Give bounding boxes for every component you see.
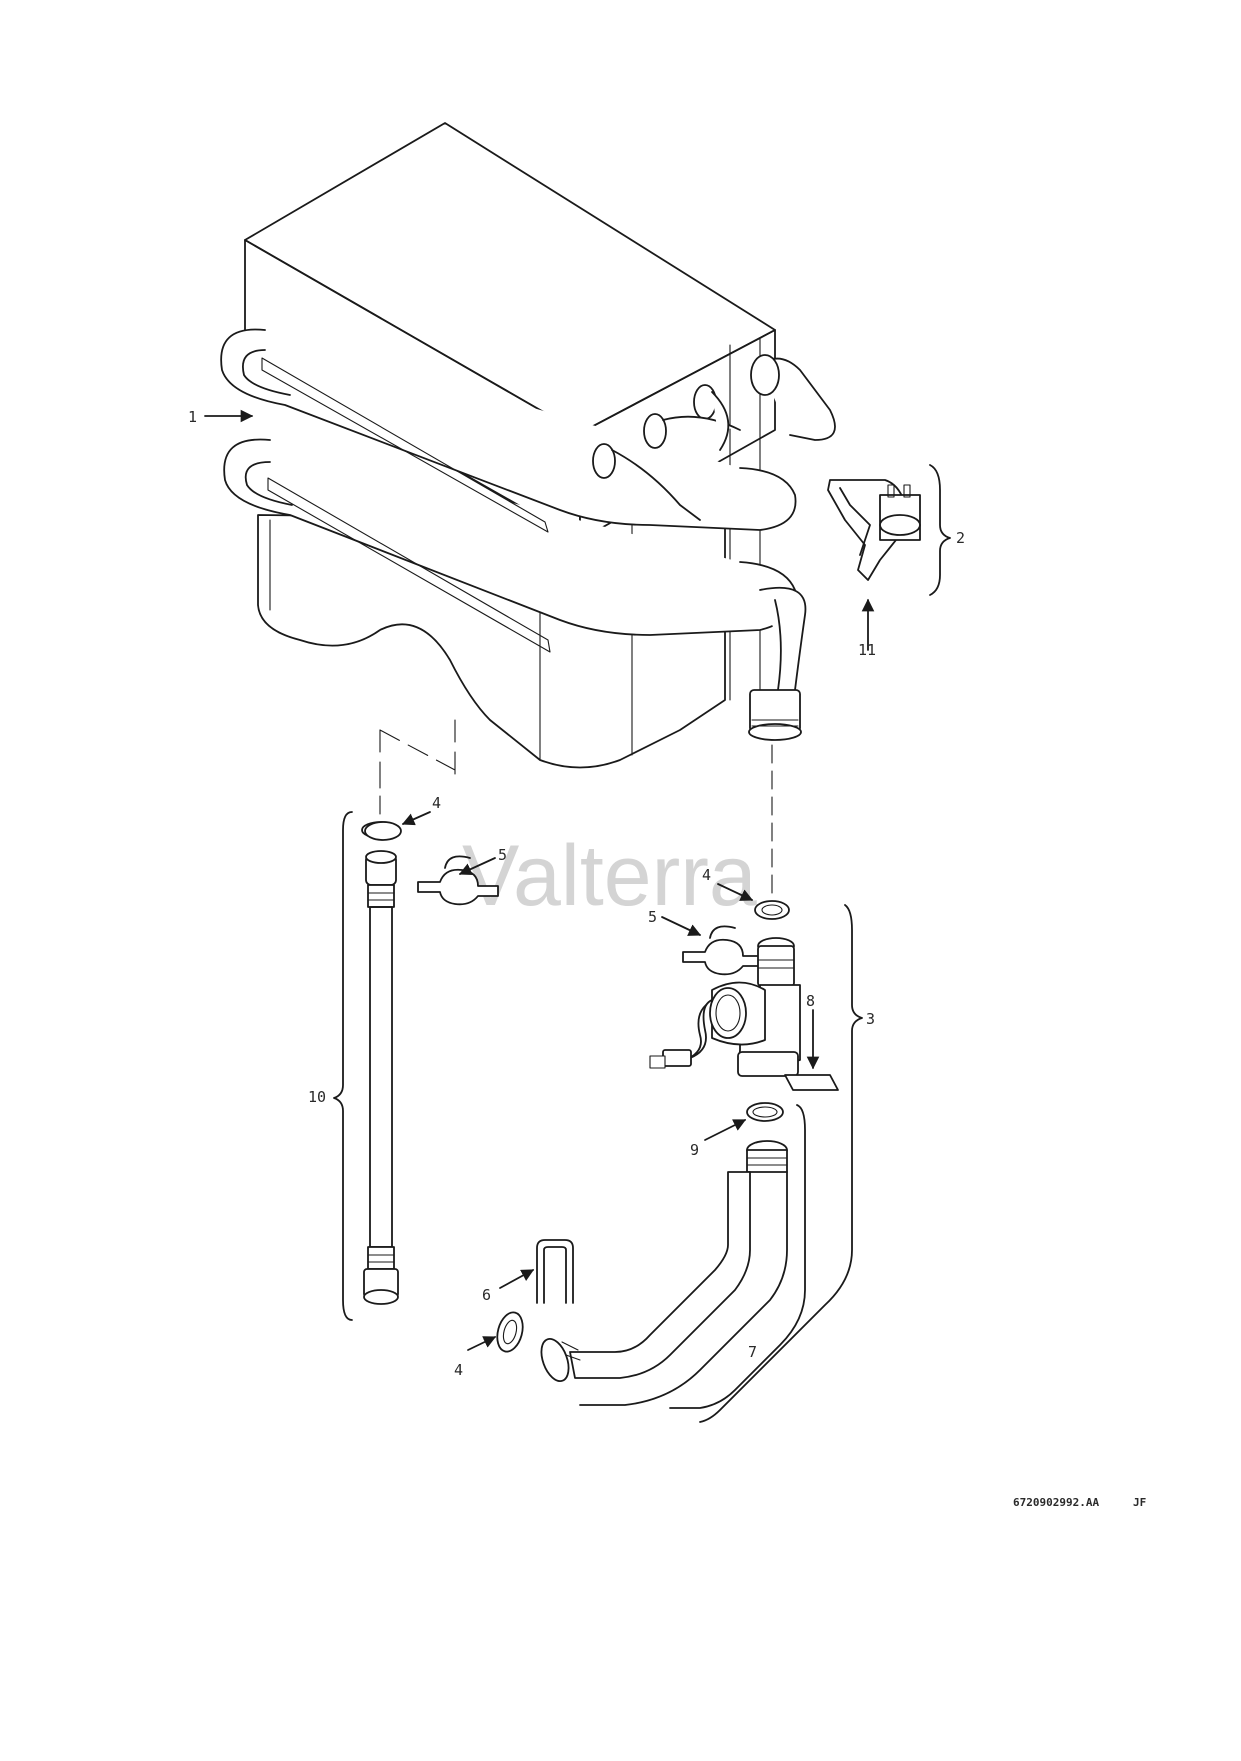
callout-1: 1 — [188, 408, 197, 426]
drawing-code: 6720902992.AA — [1013, 1496, 1099, 1509]
staple-6 — [536, 1239, 574, 1304]
drawing-initials: JF — [1133, 1496, 1146, 1509]
temperature-sensor-bracket — [827, 479, 921, 581]
washer-4b — [754, 900, 790, 920]
bracket-7-outer — [669, 1104, 806, 1409]
callout-10: 10 — [308, 1088, 326, 1106]
bracket-2 — [929, 464, 951, 596]
callout-9: 9 — [690, 1141, 699, 1159]
callout-4b: 4 — [702, 866, 711, 884]
washer-4a — [364, 821, 402, 841]
callout-8: 8 — [806, 992, 815, 1010]
callout-3: 3 — [866, 1010, 875, 1028]
heat-exchanger — [220, 122, 836, 769]
flexible-hose — [361, 821, 401, 1305]
watermark: Valterra — [462, 828, 757, 924]
washer-4c — [496, 1311, 524, 1353]
callout-7: 7 — [748, 1343, 757, 1361]
callout-6: 6 — [482, 1286, 491, 1304]
bracket-3 — [699, 904, 863, 1423]
clip-5a — [417, 855, 499, 906]
callout-4a: 4 — [432, 794, 441, 812]
callout-11: 11 — [858, 641, 876, 659]
callout-4c: 4 — [454, 1361, 463, 1379]
callout-5b: 5 — [648, 908, 657, 926]
callout-2: 2 — [956, 529, 965, 547]
callout-5a: 5 — [498, 846, 507, 864]
washer-9 — [746, 1102, 784, 1122]
clip-8 — [784, 1074, 839, 1091]
flow-valve-assembly — [649, 937, 801, 1077]
bracket-10 — [333, 811, 353, 1321]
return-pipe — [540, 1140, 788, 1406]
